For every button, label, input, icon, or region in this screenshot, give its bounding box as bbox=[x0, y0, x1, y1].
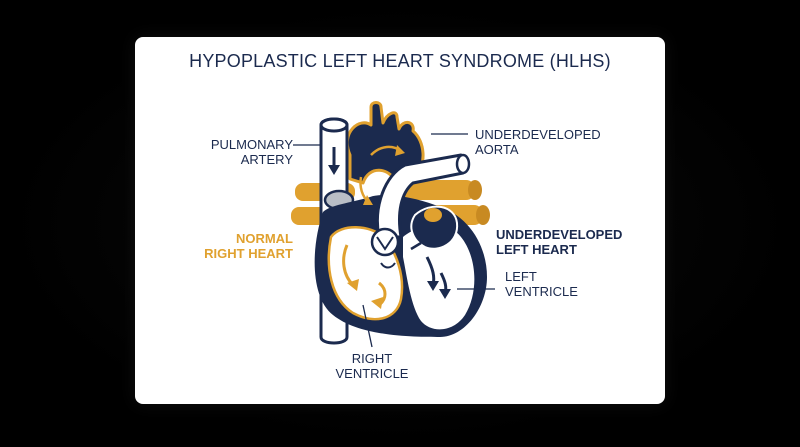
heart-body bbox=[314, 194, 487, 337]
diagram-card: HYPOPLASTIC LEFT HEART SYNDROME (HLHS) bbox=[135, 37, 665, 404]
diagram-title: HYPOPLASTIC LEFT HEART SYNDROME (HLHS) bbox=[189, 51, 611, 71]
left-heart-flow bbox=[410, 241, 451, 299]
valve bbox=[370, 227, 400, 269]
label-underdeveloped-aorta: UNDERDEVELOPED AORTA bbox=[475, 127, 601, 157]
leader-lines bbox=[293, 133, 495, 348]
label-normal-right-heart: NORMAL RIGHT HEART bbox=[204, 231, 293, 261]
heart-illustration bbox=[291, 101, 495, 348]
label-underdeveloped-left-heart: UNDERDEVELOPED LEFT HEART bbox=[496, 227, 623, 257]
right-heart-flow bbox=[342, 176, 387, 309]
label-right-ventricle: RIGHT VENTRICLE bbox=[335, 351, 409, 381]
label-left-ventricle: LEFT VENTRICLE bbox=[505, 269, 578, 299]
leader-right-ventricle bbox=[362, 304, 373, 348]
aorta-tube bbox=[375, 153, 471, 239]
label-pulmonary-artery: PULMONARY ARTERY bbox=[210, 137, 293, 167]
